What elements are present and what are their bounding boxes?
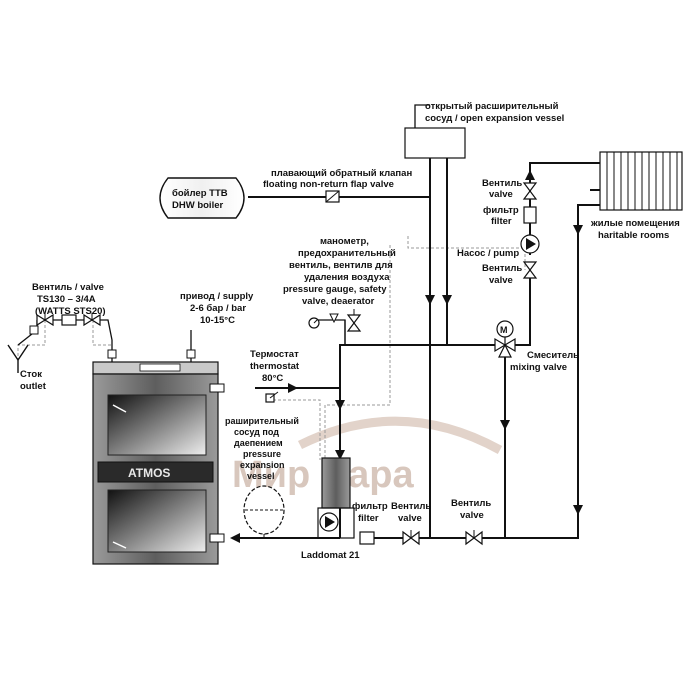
flow-arrows	[230, 170, 583, 543]
label-laddomat: Laddomat 21	[301, 550, 360, 561]
valve-icon	[522, 261, 538, 279]
label-pump: Насос / pump	[457, 248, 519, 259]
bottom-fittings	[359, 530, 483, 546]
label-supply: привод / supply 2-6 бар / bar 10-15°C	[180, 291, 256, 326]
valve-icon	[522, 182, 538, 200]
filter-icon	[359, 531, 375, 545]
valve-icon	[465, 530, 483, 546]
label-filter-bottom: фильтр filter	[352, 501, 390, 524]
solid-fuel-boiler: ATMOS	[92, 361, 225, 565]
label-thermostat: Термостат thermostat 80°C	[250, 349, 302, 384]
label-flap-valve: плавающий обратный клапан floating non-r…	[263, 168, 415, 190]
label-valve-under-pump: Вентиль valve	[482, 263, 525, 286]
pressure-expansion-vessel	[243, 485, 285, 538]
dhw-boiler	[159, 177, 245, 219]
label-valve-bottom1: Вентиль valve	[391, 501, 434, 524]
label-valve-top: Вентиль valve	[482, 178, 525, 200]
diagram-labels: открытый расширительный сосуд / open exp…	[20, 101, 682, 561]
open-expansion-vessel	[404, 127, 466, 159]
valve-icon	[83, 313, 101, 327]
label-pressure-vessel: раширительный сосуд под даепением pressu…	[225, 416, 301, 481]
mixer-motor-mark: M	[500, 325, 508, 335]
mixing-valve-icon: M	[494, 320, 516, 358]
label-dhw-boiler: бойлер ТТВ DHW boiler	[172, 188, 230, 211]
boiler-brand: ATMOS	[128, 466, 170, 480]
label-mixing-valve: Смеситель mixing valve	[510, 350, 582, 373]
pipework	[36, 104, 600, 539]
label-valve-bottom2: Вентиль valve	[451, 498, 494, 521]
outlet-funnel-icon	[7, 344, 29, 373]
dashed-lines	[17, 236, 526, 460]
label-safety-group: манометр, предохранительный вентиль, вен…	[283, 236, 399, 307]
radiator-icon	[599, 151, 683, 211]
pressure-gauge-icon	[308, 317, 320, 329]
filter-icon	[523, 206, 537, 224]
valve-icon	[36, 313, 54, 327]
label-ts-valve: Вентиль / valve TS130 – 3/4A (WATTS STS2…	[32, 282, 107, 317]
valve-icon	[402, 530, 420, 546]
label-filter-top: фильтр filter	[483, 205, 521, 227]
thermostat-icon	[265, 391, 279, 403]
laddomat-unit	[317, 457, 355, 539]
filter-icon	[61, 314, 77, 326]
label-rooms: жилые помещения haritable rooms	[590, 218, 682, 241]
label-open-expansion-vessel: открытый расширительный сосуд / open exp…	[425, 101, 564, 124]
safety-valve-icon	[346, 309, 362, 332]
safety-group	[308, 309, 362, 332]
right-branch-fittings: M	[494, 182, 540, 358]
label-outlet: Сток outlet	[20, 369, 47, 392]
expansion-tank-icon	[404, 127, 466, 159]
ts-valve-assembly	[7, 313, 196, 373]
pump-icon	[520, 234, 540, 254]
flap-valve	[325, 190, 340, 203]
